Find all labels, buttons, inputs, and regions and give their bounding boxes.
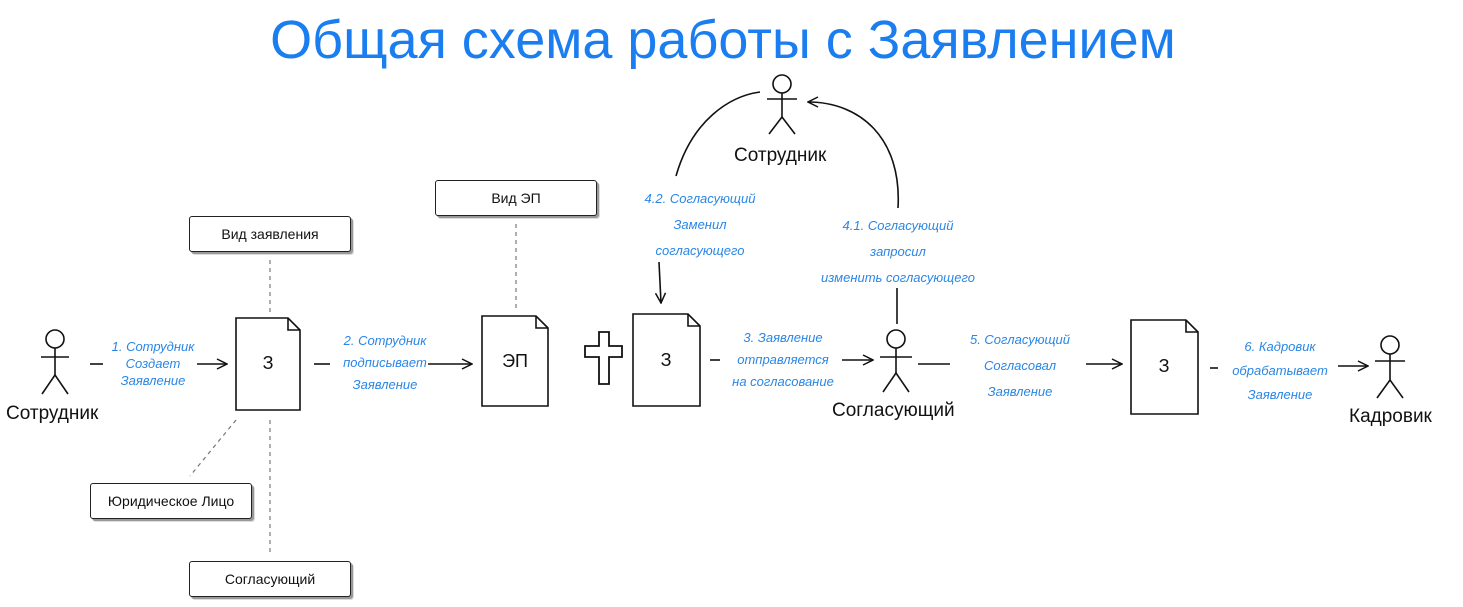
actor-hr-icon bbox=[1375, 335, 1405, 399]
page-title: Общая схема работы с Заявлением bbox=[270, 10, 1176, 70]
dashed-connectors bbox=[189, 224, 517, 552]
document-3-icon bbox=[1130, 319, 1199, 415]
attribute-box-approver: Согласующий bbox=[189, 561, 351, 597]
attribute-box-application-type: Вид заявления bbox=[189, 216, 351, 252]
signature-document-icon bbox=[481, 315, 549, 407]
actor-approver-icon bbox=[880, 329, 912, 393]
document-2-icon bbox=[632, 313, 701, 407]
document-3-label: З bbox=[1158, 356, 1170, 376]
actor-approver-label: Согласующий bbox=[832, 400, 955, 421]
actor-employee-top-icon bbox=[767, 74, 797, 135]
document-1-label: З bbox=[262, 353, 274, 373]
actor-hr-label: Кадровик bbox=[1349, 406, 1432, 427]
document-1-icon bbox=[235, 317, 301, 411]
document-2-label: З bbox=[660, 350, 672, 370]
actor-employee-top-label: Сотрудник bbox=[734, 145, 827, 166]
plus-icon bbox=[584, 331, 623, 385]
flow-arrows bbox=[90, 91, 1368, 368]
actor-employee-left-label: Сотрудник bbox=[6, 403, 99, 424]
attribute-box-signature-type: Вид ЭП bbox=[435, 180, 597, 216]
signature-document-label: ЭП bbox=[502, 351, 528, 371]
attribute-box-legal-entity: Юридическое Лицо bbox=[90, 483, 252, 519]
actor-employee-left-icon bbox=[41, 329, 69, 395]
